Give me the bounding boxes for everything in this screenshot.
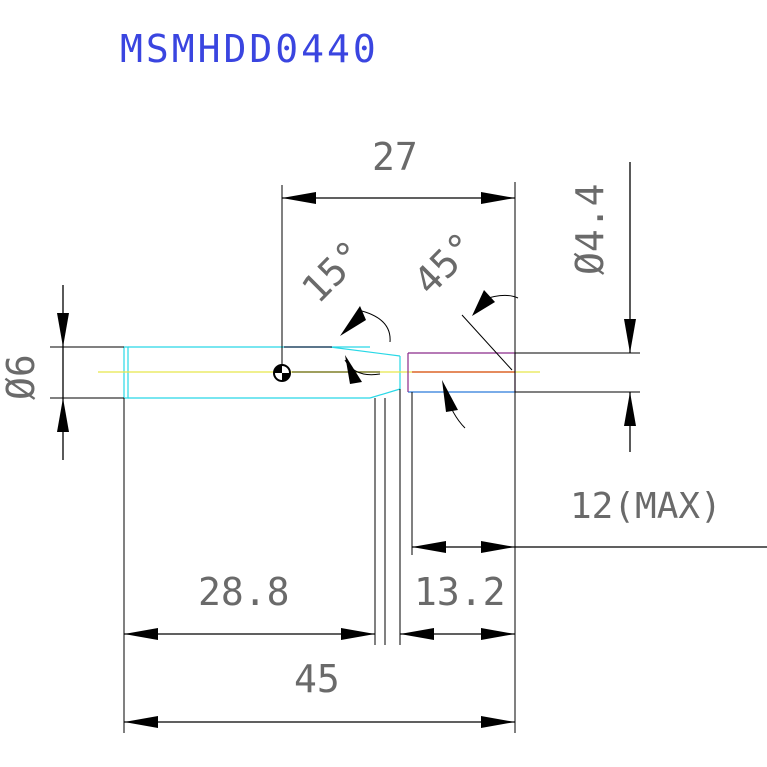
dim-d6-arrow-bottom (57, 398, 69, 432)
dim-12max-arrow-right (481, 541, 515, 553)
dim-45-label: 45 (294, 657, 340, 701)
angle-15-arrow-top (340, 306, 366, 336)
angle-15-arc-top (357, 309, 391, 343)
dim-d44-arrow-bottom (624, 392, 636, 426)
dim-45-arrow-left (124, 716, 158, 728)
dim-d44-arrow-top (624, 319, 636, 353)
part-number-title: MSMHDD0440 (120, 27, 379, 71)
dim-27-arrow-left (282, 192, 316, 204)
taper-top-edge (329, 346, 401, 357)
angle-45-label: 45° (405, 224, 485, 304)
angle-45-arrow-top (472, 290, 495, 316)
dim-d44-label: Ø4.4 (568, 183, 612, 275)
taper-bottom-edge (369, 388, 401, 399)
dim-45-arrow-right (481, 716, 515, 728)
angle-15-arrow-bottom (345, 355, 362, 384)
center-mark-quadrant-top (274, 365, 282, 373)
chamfer-45-line (461, 314, 513, 371)
dim-d6-arrow-top (57, 313, 69, 347)
angle-15-label: 15° (293, 232, 373, 312)
dim-27-arrow-right (481, 192, 515, 204)
dim-28-8-arrow-left (124, 628, 158, 640)
dim-d6-label: Ø6 (0, 354, 43, 400)
dim-13-2-arrow-left (400, 628, 434, 640)
angle-45-arrow-bottom (442, 380, 458, 412)
dim-13-2-arrow-right (481, 628, 515, 640)
dim-13-2-label: 13.2 (414, 570, 506, 614)
dim-12max-label: 12(MAX) (570, 486, 722, 527)
dim-28-8-label: 28.8 (198, 570, 290, 614)
center-mark-quadrant-bottom (282, 373, 290, 381)
dim-28-8-arrow-right (341, 628, 375, 640)
dim-27-label: 27 (372, 135, 418, 179)
dim-12max-arrow-left (412, 541, 446, 553)
